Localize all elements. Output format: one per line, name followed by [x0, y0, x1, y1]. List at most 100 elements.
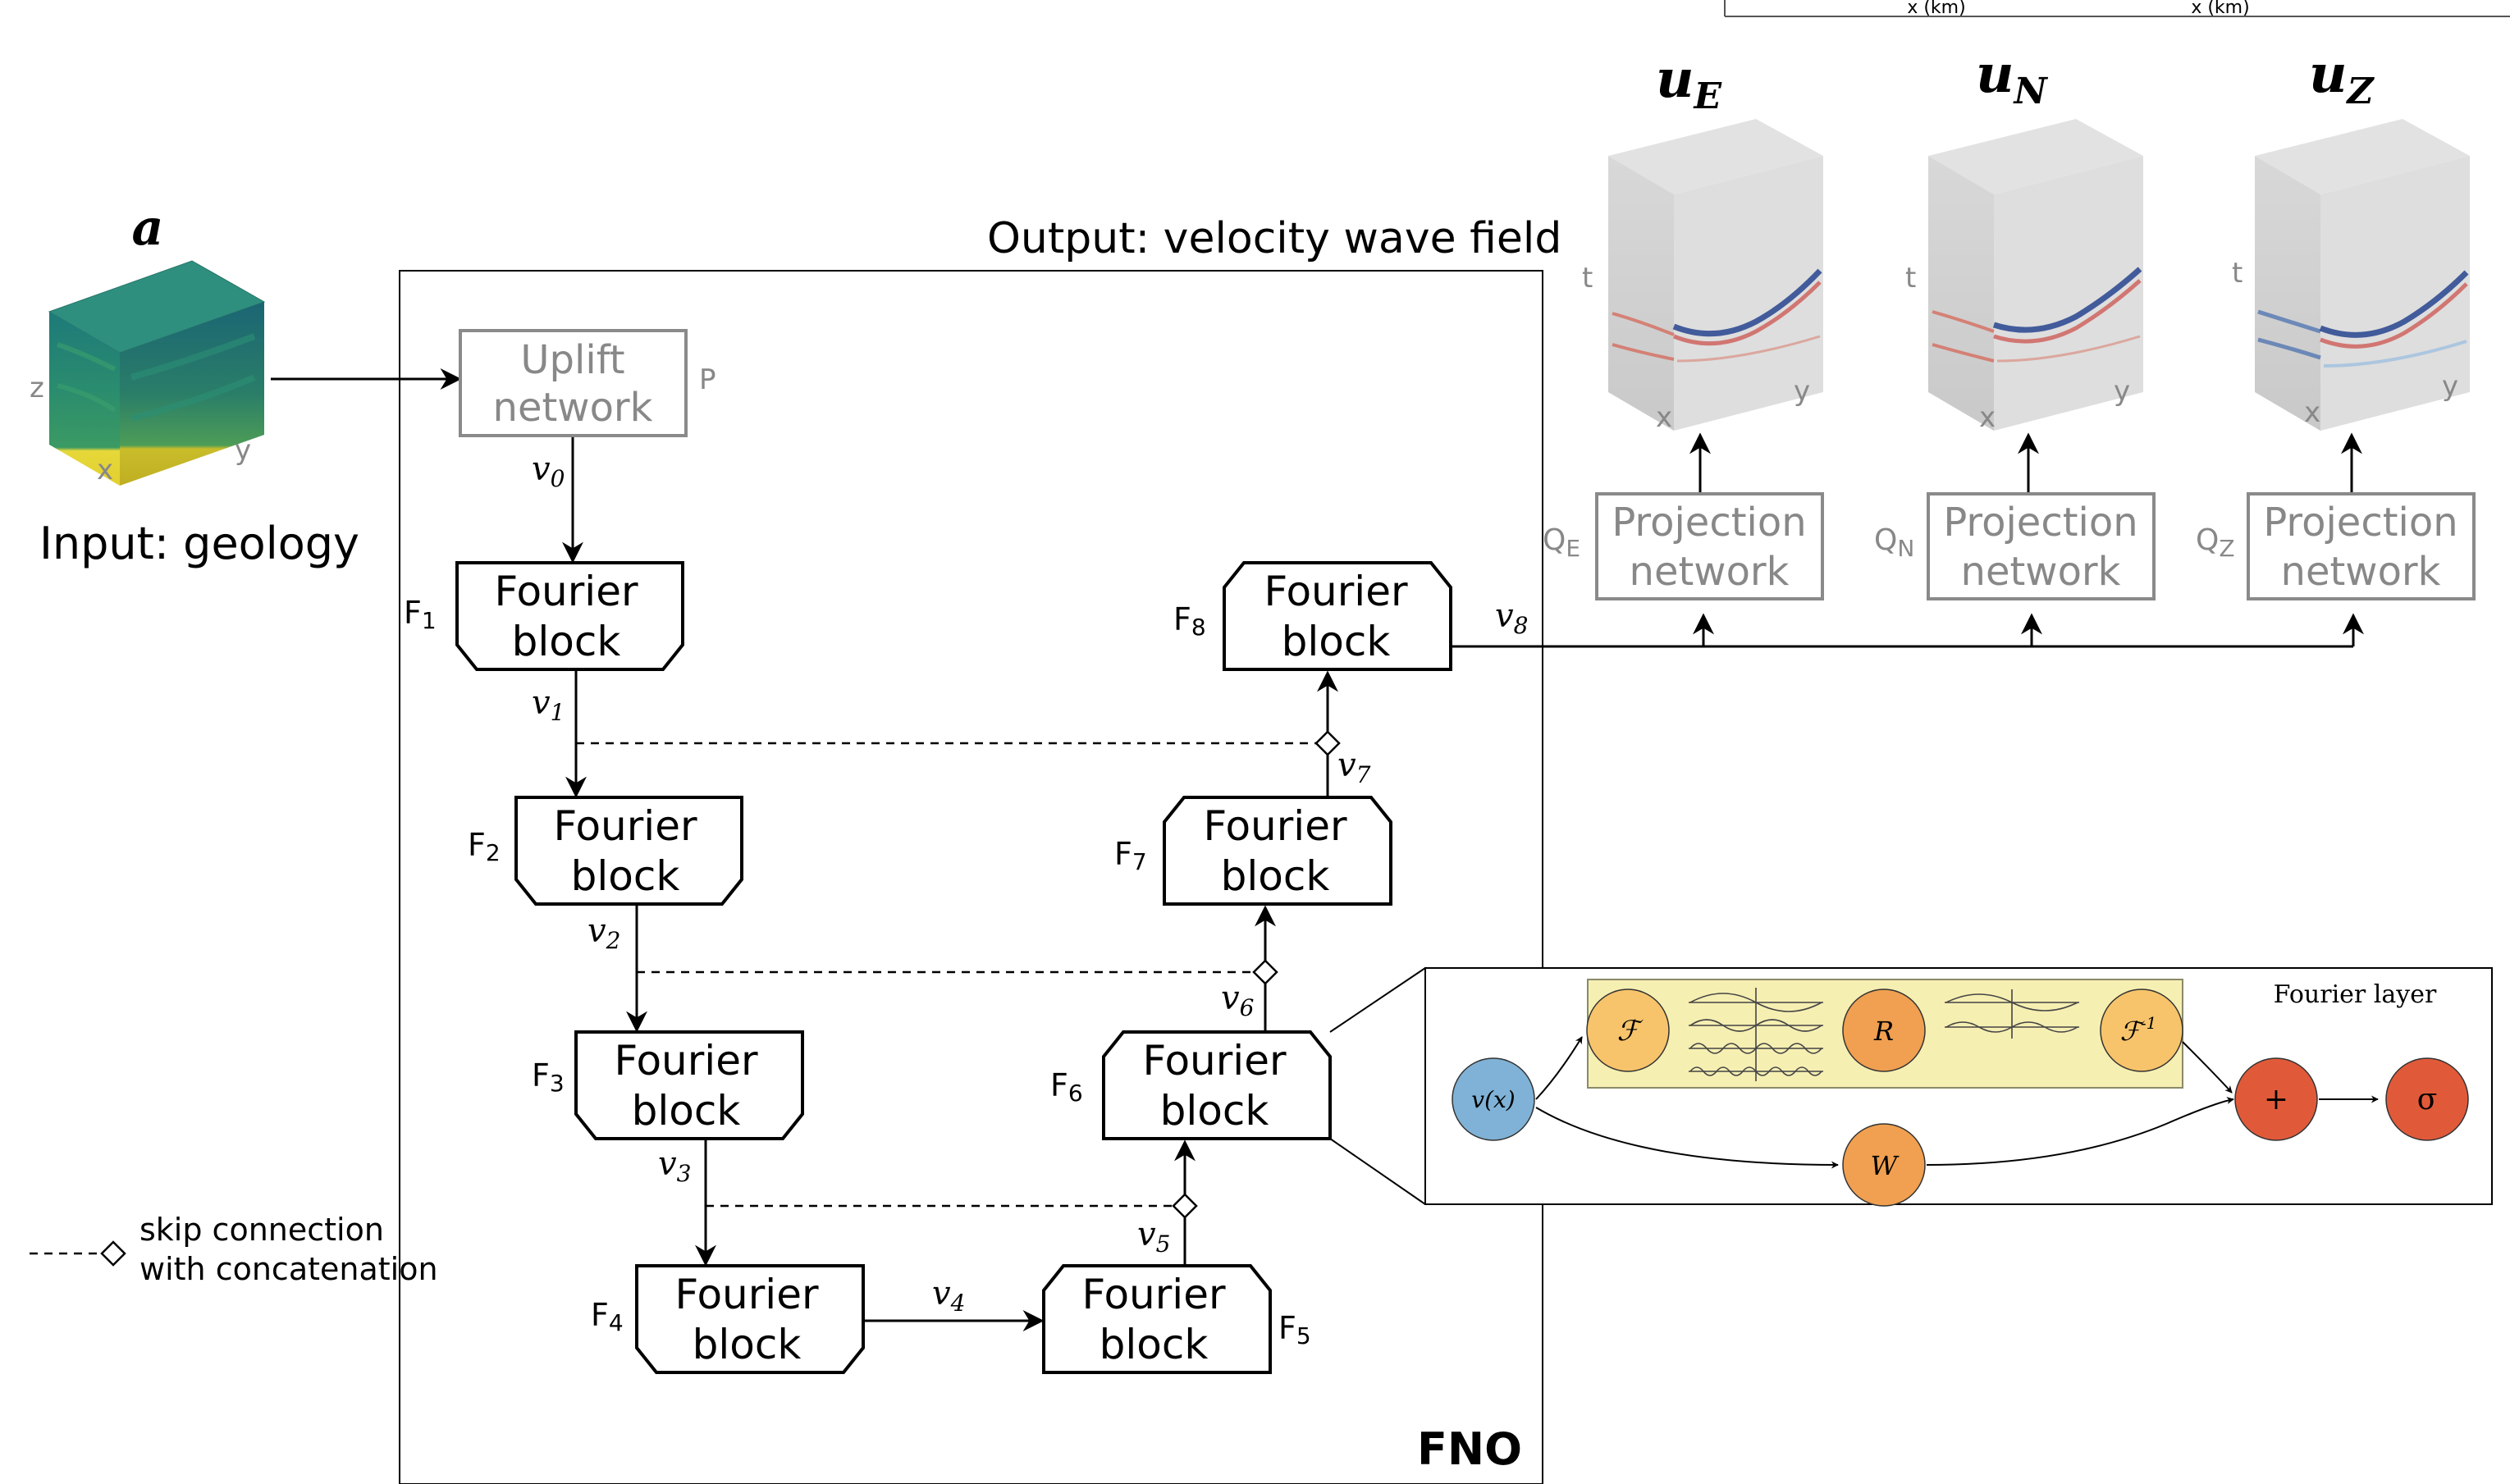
label-v1: v1 — [532, 684, 565, 726]
node-sigma-label: σ — [2417, 1083, 2438, 1116]
legend-line1: skip connection — [139, 1212, 384, 1248]
zoom-line-top — [1329, 967, 1426, 1033]
node-vx-label: v(x) — [1471, 1086, 1515, 1113]
node-ifft-label: ℱ-1 — [2120, 1013, 2157, 1047]
fb8-line1: Fourier — [1264, 568, 1407, 615]
fb4-tag: F4 — [591, 1297, 624, 1336]
input-symbol: a — [132, 199, 164, 257]
cube-n-axis-x: x — [1979, 401, 1996, 434]
svg-text:network: network — [2281, 549, 2441, 595]
fb5-line1: Fourier — [1081, 1271, 1225, 1318]
fb7-line1: Fourier — [1203, 802, 1346, 850]
node-r-label: R — [1873, 1016, 1894, 1047]
node-vx — [1452, 1057, 1535, 1141]
fourier-block-1: Fourier block — [455, 561, 684, 671]
fourier-block-6: Fourier block — [1102, 1030, 1332, 1140]
fb7-line2: block — [1221, 852, 1330, 900]
wave-sketch-right — [1945, 989, 2079, 1039]
uplift-tag: P — [699, 363, 716, 396]
svg-text:Projection: Projection — [1612, 500, 1806, 546]
geology-axis-z: z — [30, 372, 44, 404]
wave-sketch-left — [1689, 988, 1823, 1081]
geology-cube — [48, 260, 266, 486]
cube-e-axis-x: x — [1656, 401, 1672, 434]
output-cube-n — [1928, 119, 2143, 431]
node-ifft — [2100, 989, 2183, 1072]
node-sigma — [2385, 1057, 2469, 1141]
fb1-line2: block — [512, 618, 621, 665]
fb3-tag: F3 — [532, 1057, 565, 1097]
cube-e-axis-y: y — [1794, 375, 1810, 408]
fb3-line2: block — [632, 1087, 741, 1135]
uplift-line2: network — [493, 385, 653, 431]
input-caption: Input: geology — [39, 518, 359, 569]
projection-network-z: Projection network — [2247, 492, 2476, 600]
output-symbol-n: uN — [1976, 43, 2049, 112]
geology-axis-x: x — [97, 454, 113, 486]
output-symbol-e: uE — [1656, 48, 1723, 117]
fno-frame — [399, 270, 1543, 1484]
projection-tag-n: QN — [1874, 523, 1914, 562]
fourier-block-5: Fourier block — [1042, 1264, 1272, 1374]
svg-text:network: network — [1630, 549, 1790, 595]
zoom-line-bottom — [1329, 1138, 1426, 1205]
svg-text:Projection: Projection — [2263, 500, 2457, 546]
node-w-label: W — [1871, 1150, 1900, 1181]
fourier-layer-panel: Fourier layer v(x) — [1424, 967, 2493, 1207]
node-r — [1842, 989, 1926, 1072]
fourier-layer-title: Fourier layer — [2274, 980, 2437, 1009]
cube-z-axis-y: y — [2442, 370, 2458, 403]
projection-network-n: Projection network — [1927, 492, 2156, 600]
node-fft — [1586, 989, 1670, 1072]
label-v0: v0 — [532, 450, 565, 492]
fb8-line2: block — [1282, 618, 1391, 665]
fb7-tag: F7 — [1114, 836, 1147, 875]
label-v6: v6 — [1221, 979, 1254, 1021]
cube-n-axis-y: y — [2114, 375, 2130, 408]
label-v2: v2 — [587, 912, 620, 954]
output-cube-e — [1608, 119, 1823, 431]
fb2-tag: F2 — [468, 827, 501, 866]
fourier-block-8: Fourier block — [1223, 561, 1452, 671]
svg-text:network: network — [1961, 549, 2121, 595]
label-v3: v3 — [658, 1145, 691, 1187]
fourier-block-3: Fourier block — [574, 1030, 804, 1140]
cube-e-axis-t: t — [1582, 262, 1593, 295]
fb4-line1: Fourier — [674, 1271, 818, 1318]
fourier-block-7: Fourier block — [1163, 796, 1392, 906]
fb5-tag: F5 — [1278, 1310, 1311, 1349]
output-symbol-z: uZ — [2309, 43, 2375, 112]
node-plus — [2234, 1057, 2318, 1141]
top-axis-label-1: x (km) — [1907, 0, 1965, 18]
svg-text:Projection: Projection — [1943, 500, 2137, 546]
output-caption: Output: velocity wave field — [987, 214, 1561, 263]
cube-z-axis-t: t — [2232, 257, 2243, 290]
fb8-tag: F8 — [1173, 601, 1206, 641]
projection-network-e: Projection network — [1595, 492, 1824, 600]
projection-tag-e: QE — [1543, 523, 1580, 562]
skip-connections — [576, 730, 1341, 1219]
node-plus-label: + — [2264, 1083, 2288, 1116]
label-v4: v4 — [932, 1275, 965, 1317]
top-axis-strip: x (km) x (km) — [1724, 0, 2510, 18]
fb4-line2: block — [693, 1321, 802, 1368]
fb1-line1: Fourier — [494, 568, 638, 615]
projection-tag-z: QZ — [2196, 523, 2235, 562]
fb6-tag: F6 — [1050, 1067, 1083, 1107]
top-axis-label-2: x (km) — [2191, 0, 2249, 18]
cube-n-axis-t: t — [1905, 262, 1916, 295]
fno-label: FNO — [1417, 1423, 1522, 1475]
uplift-line1: Uplift — [520, 337, 624, 383]
output-cube-z — [2255, 119, 2470, 431]
fb6-line1: Fourier — [1142, 1037, 1286, 1084]
fb5-line2: block — [1100, 1321, 1209, 1368]
fb2-line2: block — [571, 852, 680, 900]
geology-axis-y: y — [235, 434, 251, 467]
label-v5: v5 — [1137, 1216, 1170, 1258]
legend-line2: with concatenation — [139, 1251, 438, 1287]
fb6-line2: block — [1160, 1087, 1269, 1135]
fourier-block-4: Fourier block — [635, 1264, 865, 1374]
legend-skip-connection: skip connection with concatenation — [30, 1212, 438, 1287]
cube-z-axis-x: x — [2304, 396, 2320, 429]
